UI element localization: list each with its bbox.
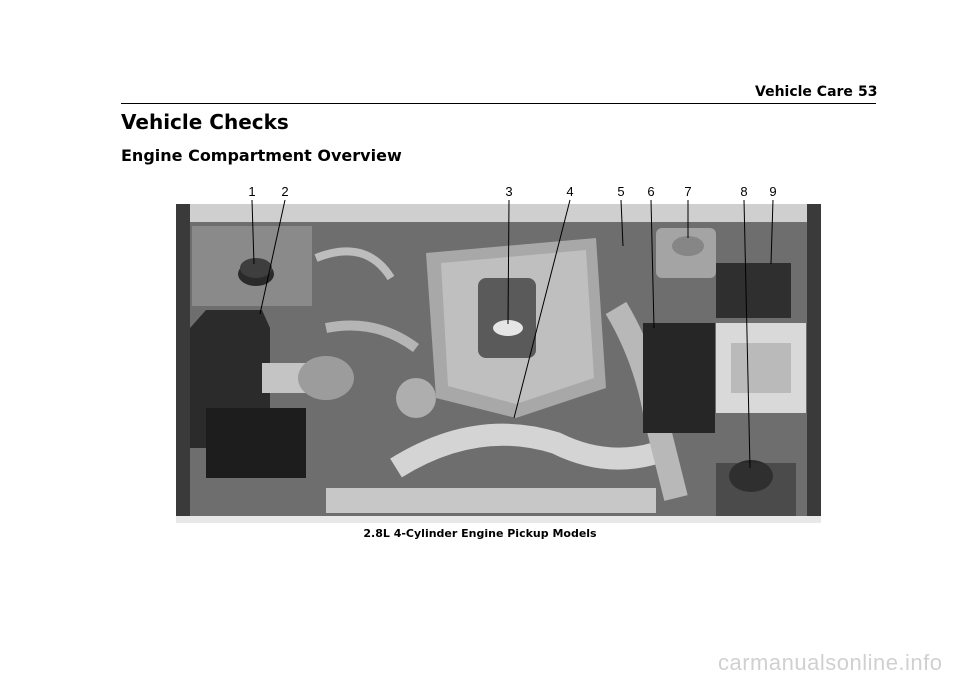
- page-number: 53: [858, 84, 878, 100]
- engine-compartment-illustration: 1 2 3 4 5 6 7 8 9: [176, 184, 821, 523]
- callout-number: 4: [566, 184, 573, 199]
- callout-number: 6: [647, 184, 654, 199]
- section-title: Engine Compartment Overview: [121, 146, 402, 165]
- callout-number: 7: [684, 184, 691, 199]
- running-header-section: Vehicle Care: [755, 84, 853, 100]
- engine-photo: [176, 204, 821, 523]
- callout-number: 3: [505, 184, 512, 199]
- callout-number: 8: [740, 184, 747, 199]
- callout-number: 9: [769, 184, 776, 199]
- header-rule: [121, 103, 876, 104]
- watermark: carmanualsonline.info: [718, 650, 943, 675]
- page-title: Vehicle Checks: [121, 110, 289, 134]
- callout-number: 1: [248, 184, 255, 199]
- callout-leader-lines: [251, 199, 774, 469]
- callout-number: 5: [617, 184, 624, 199]
- callout-number: 2: [281, 184, 288, 199]
- figure-caption: 2.8L 4-Cylinder Engine Pickup Models: [363, 527, 597, 540]
